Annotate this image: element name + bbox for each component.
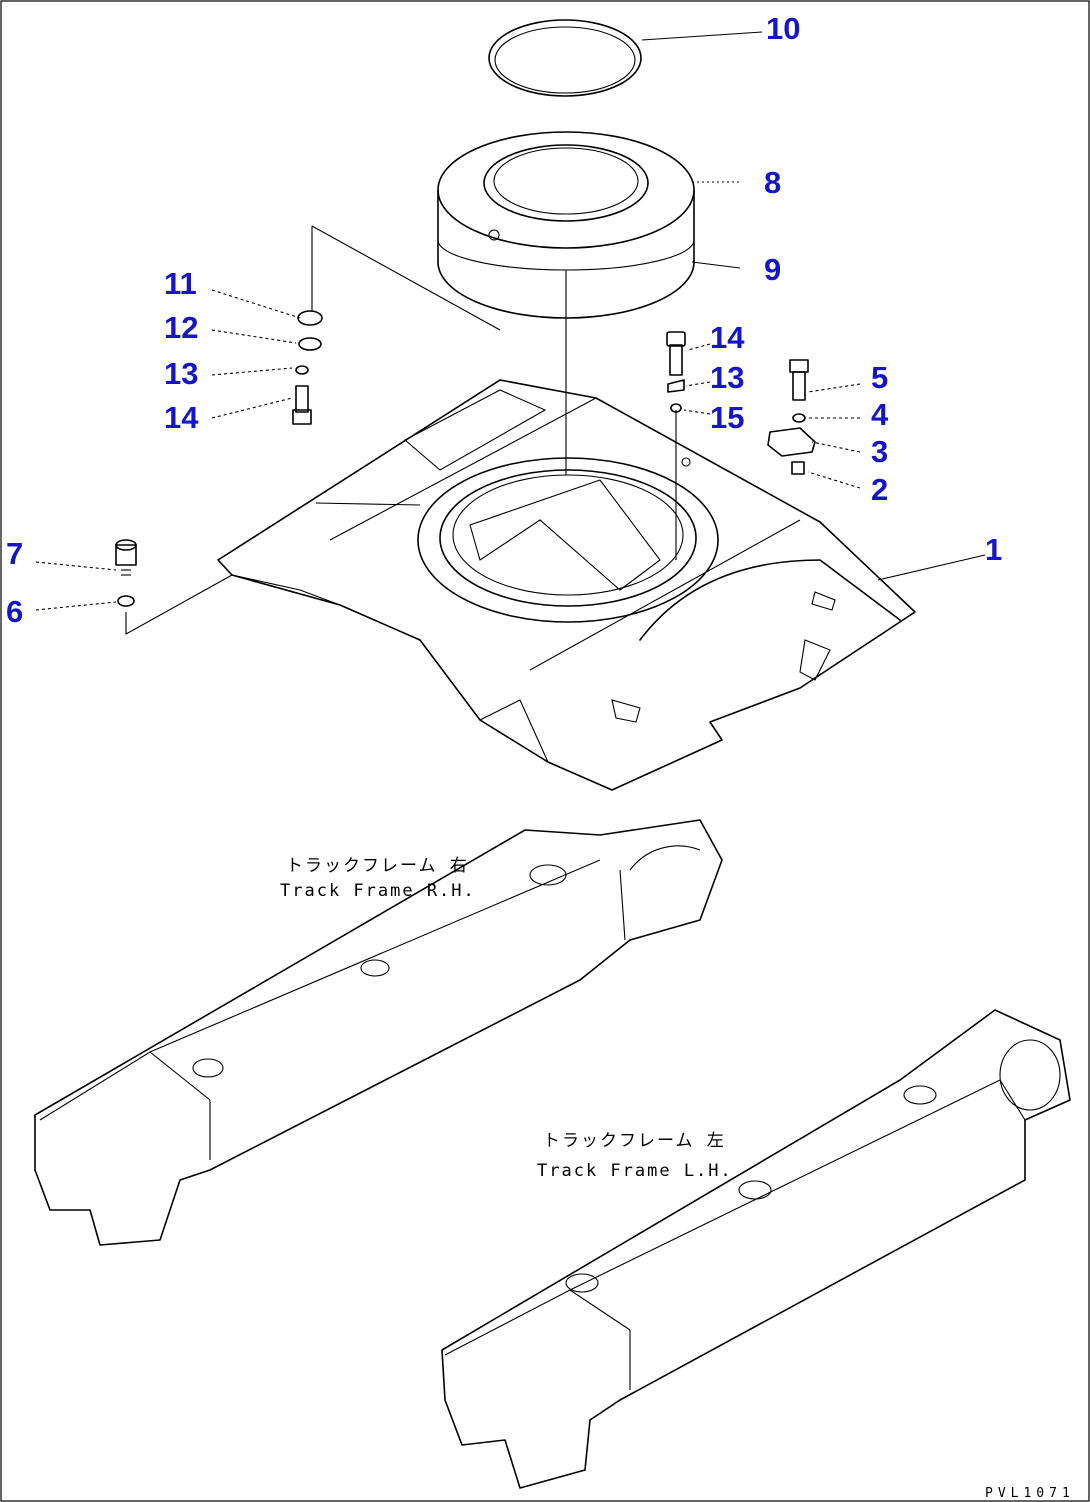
- callout-4: 4: [871, 397, 889, 432]
- track-frame-lh-jp-label: トラックフレーム 左: [543, 1131, 726, 1151]
- bolt-part-14-left: [292, 310, 323, 425]
- seal-ring-part-10: [488, 19, 642, 97]
- car-body-frame-part-1: [217, 379, 916, 791]
- leader-lines: [35, 31, 986, 635]
- track-frame-rh-en-label: Track Frame R.H.: [280, 881, 476, 901]
- track-frame-lh-en-label: Track Frame L.H.: [537, 1161, 733, 1181]
- callout-12: 12: [164, 310, 198, 345]
- swing-bearing-part-8-9: [437, 131, 695, 475]
- callout-8: 8: [764, 165, 781, 200]
- track-frame-rh-jp-label: トラックフレーム 右: [286, 856, 469, 876]
- drawing-code: PVL1071: [985, 1486, 1075, 1501]
- callout-1: 1: [985, 532, 1002, 567]
- frame-labels: トラックフレーム 右 Track Frame R.H. トラックフレーム 左 T…: [280, 856, 1075, 1501]
- callout-10: 10: [766, 11, 800, 46]
- callouts: 10 8 9 11 12 13 14 14 13 15 5 4 3 2 1 7 …: [6, 11, 1002, 629]
- callout-14-left: 14: [164, 400, 199, 435]
- callout-6: 6: [6, 594, 23, 629]
- track-frame-lh: [441, 1009, 1071, 1489]
- bolt-part-14-right: [666, 331, 686, 413]
- track-frame-rh: [34, 819, 723, 1246]
- callout-2: 2: [871, 472, 888, 507]
- callout-13-right: 13: [710, 360, 744, 395]
- callout-7: 7: [6, 536, 23, 571]
- callout-9: 9: [764, 252, 781, 287]
- callout-5: 5: [871, 360, 888, 395]
- plug-part-7-6: [115, 539, 137, 607]
- bolt-part-5-with-plate-3: [767, 359, 816, 475]
- callout-11: 11: [164, 266, 197, 301]
- callout-3: 3: [871, 434, 888, 469]
- callout-13-left: 13: [164, 356, 198, 391]
- callout-14-right: 14: [710, 320, 745, 355]
- callout-15: 15: [710, 400, 744, 435]
